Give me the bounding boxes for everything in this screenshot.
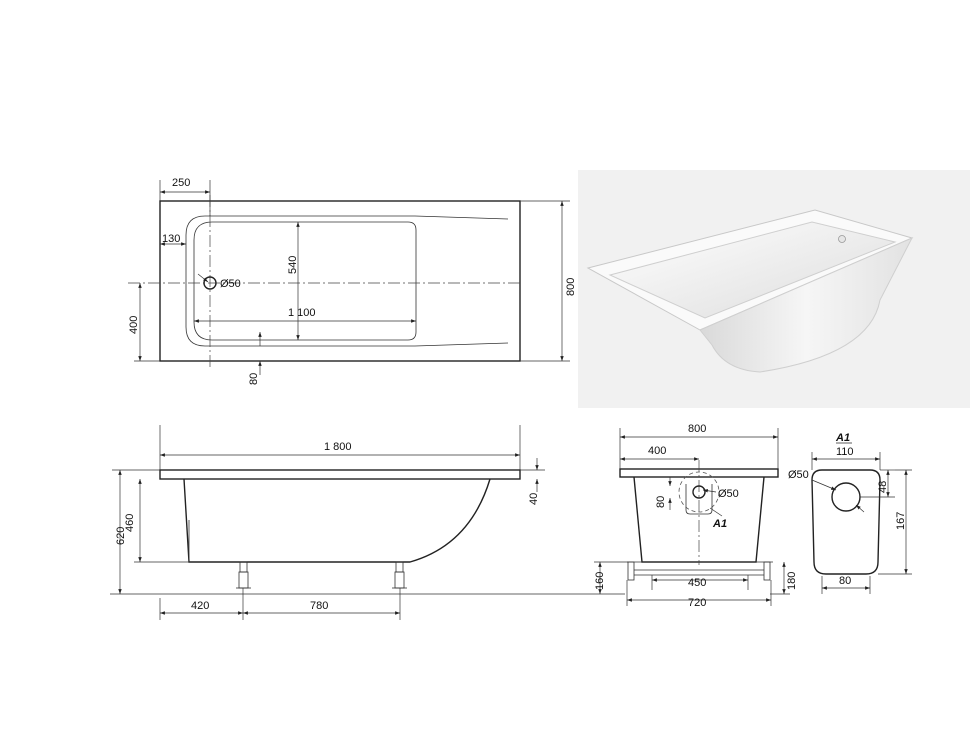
dim-540: 540 — [287, 256, 299, 274]
dim-420: 420 — [191, 600, 209, 612]
dim-130: 130 — [162, 233, 180, 245]
dim-780: 780 — [310, 600, 328, 612]
foot-left — [236, 561, 251, 589]
top-view-basin — [193, 221, 417, 341]
top-view: 250 130 540 Ø50 1 100 400 80 800 — [128, 177, 577, 385]
dim-48: 48 — [877, 481, 889, 493]
end-view: 800 400 80 Ø50 A1 160 450 180 720 — [594, 423, 798, 609]
dim-80-end: 80 — [655, 496, 667, 508]
tub-overflow-icon — [838, 235, 846, 243]
dim-40: 40 — [528, 493, 540, 505]
drain-hole-top — [203, 276, 217, 290]
bathtub-render — [578, 170, 970, 408]
tub-basin — [608, 221, 897, 319]
dim-800-top: 800 — [565, 278, 577, 296]
dim-400-top: 400 — [128, 316, 140, 334]
tub-body — [699, 236, 914, 373]
dim-167: 167 — [895, 512, 907, 530]
dim-180: 180 — [786, 572, 798, 590]
detail-a1-outline — [811, 469, 881, 575]
dim-1800: 1 800 — [324, 441, 352, 453]
label-a1-end: A1 — [712, 518, 727, 530]
dim-80-detail: 80 — [839, 575, 851, 587]
detail-a1-hole — [831, 482, 861, 512]
dim-1100: 1 100 — [288, 307, 316, 319]
drain-detail-ring — [678, 471, 720, 513]
dim-80-top: 80 — [248, 373, 260, 385]
dim-250: 250 — [172, 177, 190, 189]
dim-400-end: 400 — [648, 445, 666, 457]
side-view: 1 800 40 620 460 420 780 — [110, 425, 625, 620]
dim-450: 450 — [688, 577, 706, 589]
detail-a1: A1 110 Ø50 48 167 80 — [788, 432, 912, 594]
detail-a1-title: A1 — [835, 432, 850, 444]
top-view-outline — [159, 200, 521, 362]
dim-160: 160 — [594, 572, 606, 590]
dim-460: 460 — [124, 514, 136, 532]
dim-110: 110 — [836, 446, 854, 458]
dim-d50-top: Ø50 — [220, 278, 241, 290]
dim-d50-end: Ø50 — [718, 488, 739, 500]
dim-720: 720 — [688, 597, 706, 609]
foot-right — [392, 561, 407, 589]
side-view-body — [183, 478, 491, 563]
dim-800-end: 800 — [688, 423, 706, 435]
side-view-rim — [159, 469, 521, 480]
top-view-inner-rim — [185, 215, 509, 347]
dim-620: 620 — [115, 527, 127, 545]
dim-d50-detail: Ø50 — [788, 469, 809, 481]
